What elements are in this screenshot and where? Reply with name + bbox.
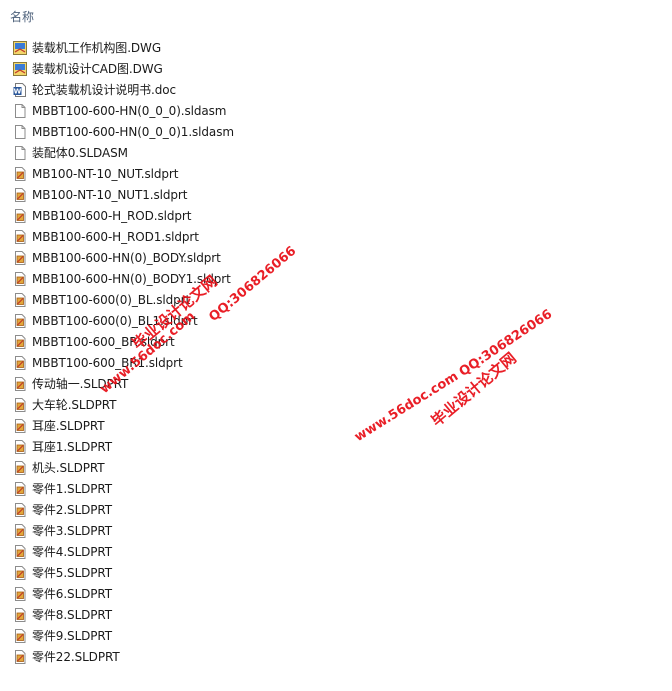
blank-file-icon	[12, 103, 28, 119]
file-row[interactable]: 装载机设计CAD图.DWG	[12, 58, 652, 79]
file-row[interactable]: 大车轮.SLDPRT	[12, 394, 652, 415]
file-name: MBBT100-600(0)_BL1.sldprt	[32, 313, 198, 328]
file-name: 大车轮.SLDPRT	[32, 398, 117, 412]
file-name: 装配体0.SLDASM	[32, 146, 128, 160]
file-name: MBBT100-600_BR1.sldprt	[32, 355, 183, 370]
sldprt-file-icon	[12, 544, 28, 560]
sldprt-file-icon	[12, 586, 28, 602]
file-row[interactable]: 零件6.SLDPRT	[12, 583, 652, 604]
file-name: MBB100-600-HN(0)_BODY.sldprt	[32, 250, 221, 265]
file-row[interactable]: 零件4.SLDPRT	[12, 541, 652, 562]
file-row[interactable]: MBBT100-600-HN(0_0_0)1.sldasm	[12, 121, 652, 142]
sldprt-file-icon	[12, 187, 28, 203]
file-row[interactable]: MB100-NT-10_NUT.sldprt	[12, 163, 652, 184]
sldprt-file-icon	[12, 628, 28, 644]
column-header-name[interactable]: 名称	[10, 10, 35, 24]
sldprt-file-icon	[12, 166, 28, 182]
file-row[interactable]: MB100-NT-10_NUT1.sldprt	[12, 184, 652, 205]
blank-file-icon	[12, 145, 28, 161]
file-name: MBBT100-600-HN(0_0_0)1.sldasm	[32, 124, 234, 139]
file-row[interactable]: MBBT100-600(0)_BL.sldprt	[12, 289, 652, 310]
sldprt-file-icon	[12, 397, 28, 413]
file-row[interactable]: MBB100-600-HN(0)_BODY.sldprt	[12, 247, 652, 268]
file-name: 零件1.SLDPRT	[32, 482, 113, 496]
file-row[interactable]: 零件8.SLDPRT	[12, 604, 652, 625]
sldprt-file-icon	[12, 418, 28, 434]
dwg-file-icon	[12, 61, 28, 77]
file-name: MBBT100-600(0)_BL.sldprt	[32, 292, 191, 307]
sldprt-file-icon	[12, 502, 28, 518]
file-row[interactable]: 装载机工作机构图.DWG	[12, 37, 652, 58]
file-row[interactable]: MBBT100-600_BR.sldprt	[12, 331, 652, 352]
file-name: MB100-NT-10_NUT.sldprt	[32, 166, 179, 181]
sldprt-file-icon	[12, 208, 28, 224]
sldprt-file-icon	[12, 565, 28, 581]
file-row[interactable]: 耳座.SLDPRT	[12, 415, 652, 436]
blank-file-icon	[12, 124, 28, 140]
file-row[interactable]: 传动轴一.SLDPRT	[12, 373, 652, 394]
file-name: 零件22.SLDPRT	[32, 650, 120, 664]
file-row[interactable]: 零件3.SLDPRT	[12, 520, 652, 541]
file-row[interactable]: 零件9.SLDPRT	[12, 625, 652, 646]
file-list: 装载机工作机构图.DWG 装载机设计CAD图.DWG W 轮式装载机设计说明书.doc…	[12, 37, 652, 667]
file-name: MBB100-600-H_ROD1.sldprt	[32, 229, 199, 244]
dwg-file-icon	[12, 40, 28, 56]
sldprt-file-icon	[12, 481, 28, 497]
sldprt-file-icon	[12, 271, 28, 287]
sldprt-file-icon	[12, 649, 28, 665]
file-name: MBBT100-600_BR.sldprt	[32, 334, 175, 349]
sldprt-file-icon	[12, 607, 28, 623]
file-name: 零件6.SLDPRT	[32, 587, 113, 601]
file-row[interactable]: 耳座1.SLDPRT	[12, 436, 652, 457]
sldprt-file-icon	[12, 376, 28, 392]
file-row[interactable]: 装配体0.SLDASM	[12, 142, 652, 163]
file-name: 轮式装载机设计说明书.doc	[32, 83, 176, 97]
file-name: 传动轴一.SLDPRT	[32, 377, 129, 391]
file-name: 零件4.SLDPRT	[32, 545, 113, 559]
file-row[interactable]: 零件5.SLDPRT	[12, 562, 652, 583]
file-name: 装载机工作机构图.DWG	[32, 41, 162, 55]
sldprt-file-icon	[12, 229, 28, 245]
file-name: 耳座1.SLDPRT	[32, 440, 113, 454]
file-name: MB100-NT-10_NUT1.sldprt	[32, 187, 188, 202]
file-name: 零件8.SLDPRT	[32, 608, 113, 622]
svg-text:W: W	[14, 87, 22, 95]
file-name: 装载机设计CAD图.DWG	[32, 62, 163, 76]
sldprt-file-icon	[12, 313, 28, 329]
sldprt-file-icon	[12, 250, 28, 266]
sldprt-file-icon	[12, 355, 28, 371]
file-row[interactable]: MBB100-600-H_ROD1.sldprt	[12, 226, 652, 247]
file-name: 机头.SLDPRT	[32, 461, 105, 475]
file-name: 零件5.SLDPRT	[32, 566, 113, 580]
sldprt-file-icon	[12, 460, 28, 476]
file-name: 零件3.SLDPRT	[32, 524, 113, 538]
file-name: MBBT100-600-HN(0_0_0).sldasm	[32, 103, 227, 118]
file-name: MBB100-600-HN(0)_BODY1.sldprt	[32, 271, 231, 286]
file-row[interactable]: MBB100-600-H_ROD.sldprt	[12, 205, 652, 226]
sldprt-file-icon	[12, 439, 28, 455]
file-row[interactable]: 零件1.SLDPRT	[12, 478, 652, 499]
file-row[interactable]: 零件22.SLDPRT	[12, 646, 652, 667]
file-row[interactable]: MBBT100-600(0)_BL1.sldprt	[12, 310, 652, 331]
file-row[interactable]: W 轮式装载机设计说明书.doc	[12, 79, 652, 100]
file-name: 零件9.SLDPRT	[32, 629, 113, 643]
file-name: 耳座.SLDPRT	[32, 419, 105, 433]
file-row[interactable]: 零件2.SLDPRT	[12, 499, 652, 520]
sldprt-file-icon	[12, 292, 28, 308]
file-row[interactable]: 机头.SLDPRT	[12, 457, 652, 478]
doc-file-icon: W	[12, 82, 28, 98]
file-row[interactable]: MBBT100-600-HN(0_0_0).sldasm	[12, 100, 652, 121]
file-name: MBB100-600-H_ROD.sldprt	[32, 208, 192, 223]
sldprt-file-icon	[12, 523, 28, 539]
sldprt-file-icon	[12, 334, 28, 350]
file-row[interactable]: MBB100-600-HN(0)_BODY1.sldprt	[12, 268, 652, 289]
file-name: 零件2.SLDPRT	[32, 503, 113, 517]
file-row[interactable]: MBBT100-600_BR1.sldprt	[12, 352, 652, 373]
